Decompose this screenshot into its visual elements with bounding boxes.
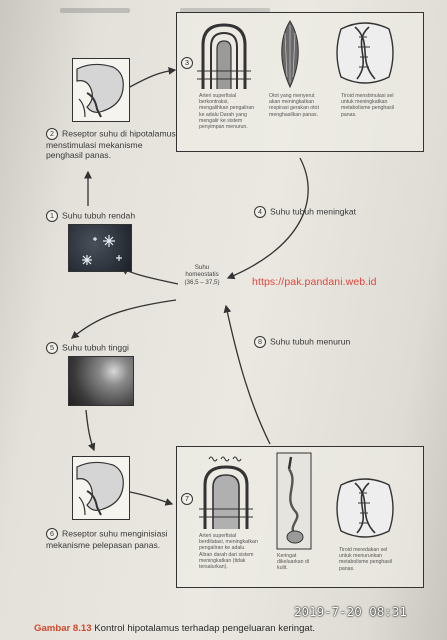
figure-caption-label: Gambar 8.13 [34,623,92,634]
step-6-number: 6 [46,528,58,540]
step-4: 4 Suhu tubuh meningkat [254,206,384,218]
step-2-number: 2 [46,128,58,140]
arrow-2-to-3 [127,66,177,89]
top-caption-1: Arteri superfisial berkontraksi, mengali… [199,93,255,131]
top-caption-2: Otot yang menyerut akan meningkatkan res… [269,93,319,118]
arrow-5-to-6 [85,409,96,452]
step-8-label: Suhu tubuh menurun [270,336,351,347]
bottom-caption-1: Arteri superfisial berdilatasi, meningka… [199,533,258,571]
panel-step-3: 3 Arteri superfisial berkontraksi, menga… [176,12,424,152]
thyroid-cell-illustration-bottom [336,478,394,538]
artery-constricted-illustration [197,23,251,89]
figure-caption: Gambar 8.13 Kontrol hipotalamus terhadap… [34,623,315,634]
step-5-number: 5 [46,342,58,354]
step-4-number: 4 [254,206,266,218]
step-1: 1 Suhu tubuh rendah [46,210,166,222]
hypothalamus-illustration-bottom [72,456,130,520]
step-4-label: Suhu tubuh meningkat [270,206,357,217]
step-8-number: 8 [254,336,266,348]
artery-dilated-illustration [199,456,253,529]
homeostasis-title: Suhu homeostatis [185,264,219,279]
step-1-label: Suhu tubuh rendah [62,210,136,221]
snowflake-photo [68,224,132,272]
arrow-center-to-5 [71,299,177,339]
hot-sky-photo [68,356,134,406]
step-1-number: 1 [46,210,58,222]
homeostasis-range: (36,5 – 37,5) [184,278,220,286]
watermark-url: https://pak.pandani.web.id [252,276,377,288]
step-2-label: Reseptor suhu di hipotalamus menstimulas… [46,128,176,161]
step-5: 5 Suhu tubuh tinggi [46,342,166,354]
panel-step-7: 7 Arteri superfisial berdilatasi, mening… [176,446,424,588]
step-3-number: 3 [181,57,193,69]
shivering-muscle-illustration [281,20,299,89]
step-5-label: Suhu tubuh tinggi [62,342,129,353]
hypothalamus-illustration-top [72,58,130,122]
figure-caption-text: Kontrol hipotalamus terhadap pengeluaran… [94,623,316,634]
bottom-caption-3: Tiroid meredakan sel untuk menurunkan me… [339,547,393,572]
thyroid-cell-illustration [336,22,394,84]
arrow-7-to-center [223,304,271,445]
homeostasis-center: Suhu homeostatis (36,5 – 37,5) [170,264,234,286]
sweat-gland-illustration [276,452,312,550]
faded-header [60,6,360,16]
top-caption-3: Tiroid menstimulasi sel untuk meningkatk… [341,93,395,118]
arrow-3-to-center [226,157,309,280]
photo-timestamp: 2019-7-20 08:31 [294,604,407,619]
bottom-caption-2: Keringat dikeluarkan di kulit. [277,553,310,572]
step-7-number: 7 [181,493,193,505]
step-6-label: Reseptor suhu menginisiasi mekanisme pel… [46,528,168,550]
arrow-6-to-7 [129,491,174,506]
step-8: 8 Suhu tubuh menurun [254,336,384,348]
